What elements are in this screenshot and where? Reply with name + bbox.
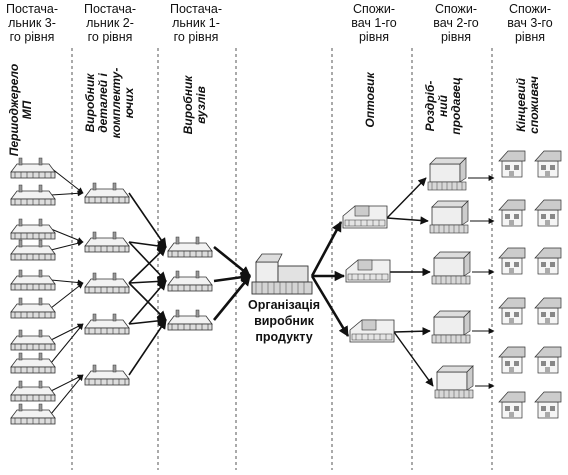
network-nodes <box>10 150 562 425</box>
factory-icon <box>84 182 130 204</box>
header-supplier-3: Постача-льник 3-го рівня <box>5 2 59 44</box>
flow-arrow <box>128 276 167 287</box>
house-icon <box>534 391 562 419</box>
flow-arrow <box>50 374 84 415</box>
factory-icon <box>84 231 130 253</box>
factory-icon <box>10 269 56 291</box>
label-wholesaler: Оптовик <box>363 72 377 128</box>
house-icon <box>498 297 526 325</box>
flow-arrow <box>128 246 167 284</box>
store-icon <box>431 310 471 344</box>
flow-arrow <box>50 279 84 286</box>
flow-arrow <box>213 245 251 278</box>
factory-icon <box>10 297 56 319</box>
store-icon <box>427 157 467 191</box>
flow-arrow <box>128 241 167 282</box>
house-icon <box>534 297 562 325</box>
production-plant-icon <box>251 253 313 295</box>
store-icon <box>434 365 474 399</box>
house-icon <box>498 391 526 419</box>
flow-arrow <box>386 177 427 219</box>
factory-icon <box>10 239 56 261</box>
flow-arrow <box>50 323 84 341</box>
factory-icon <box>84 272 130 294</box>
house-icon <box>534 199 562 227</box>
house-icon <box>498 199 526 227</box>
house-icon <box>534 247 562 275</box>
factory-icon <box>167 270 213 292</box>
house-icon <box>498 150 526 178</box>
flow-arrow <box>393 327 431 336</box>
house-icon <box>498 346 526 374</box>
factory-icon <box>10 184 56 206</box>
house-icon <box>534 346 562 374</box>
factory-icon <box>10 157 56 179</box>
header-supplier-2: Постача-льник 2-го рівня <box>83 2 137 44</box>
factory-icon <box>10 403 56 425</box>
flow-arrow <box>50 323 84 364</box>
header-supplier-1: Постача-льник 1-го рівня <box>169 2 223 44</box>
factory-icon <box>10 380 56 402</box>
flow-arrow <box>50 240 84 251</box>
column-dividers <box>71 48 493 470</box>
store-icon <box>431 251 471 285</box>
flow-arrow <box>50 282 84 309</box>
flow-arrow <box>128 192 167 248</box>
factory-icon <box>167 236 213 258</box>
flow-arrow <box>386 216 429 225</box>
flow-arrow <box>128 280 167 325</box>
flow-arrow <box>128 316 167 326</box>
flow-arrow <box>310 275 350 337</box>
house-icon <box>498 247 526 275</box>
flow-arrow <box>50 228 84 243</box>
house-icon <box>534 150 562 178</box>
flow-arrow <box>50 167 84 194</box>
factory-icon <box>10 329 56 351</box>
flow-arrow <box>213 272 252 283</box>
warehouse-icon <box>345 259 391 283</box>
flow-arrow <box>393 331 434 387</box>
store-icon <box>429 200 469 234</box>
flow-arrow <box>128 241 167 251</box>
flow-arrow <box>50 374 84 392</box>
flow-arrow <box>128 319 167 376</box>
warehouse-icon <box>342 205 388 229</box>
flow-arrows <box>50 167 495 415</box>
factory-icon <box>10 218 56 240</box>
warehouse-icon <box>349 319 395 343</box>
flow-arrow <box>310 221 343 277</box>
factory-icon <box>167 309 213 331</box>
factory-icon <box>84 313 130 335</box>
flow-arrow <box>50 190 84 197</box>
factory-icon <box>84 364 130 386</box>
factory-icon <box>10 352 56 374</box>
flow-arrow <box>212 275 252 321</box>
